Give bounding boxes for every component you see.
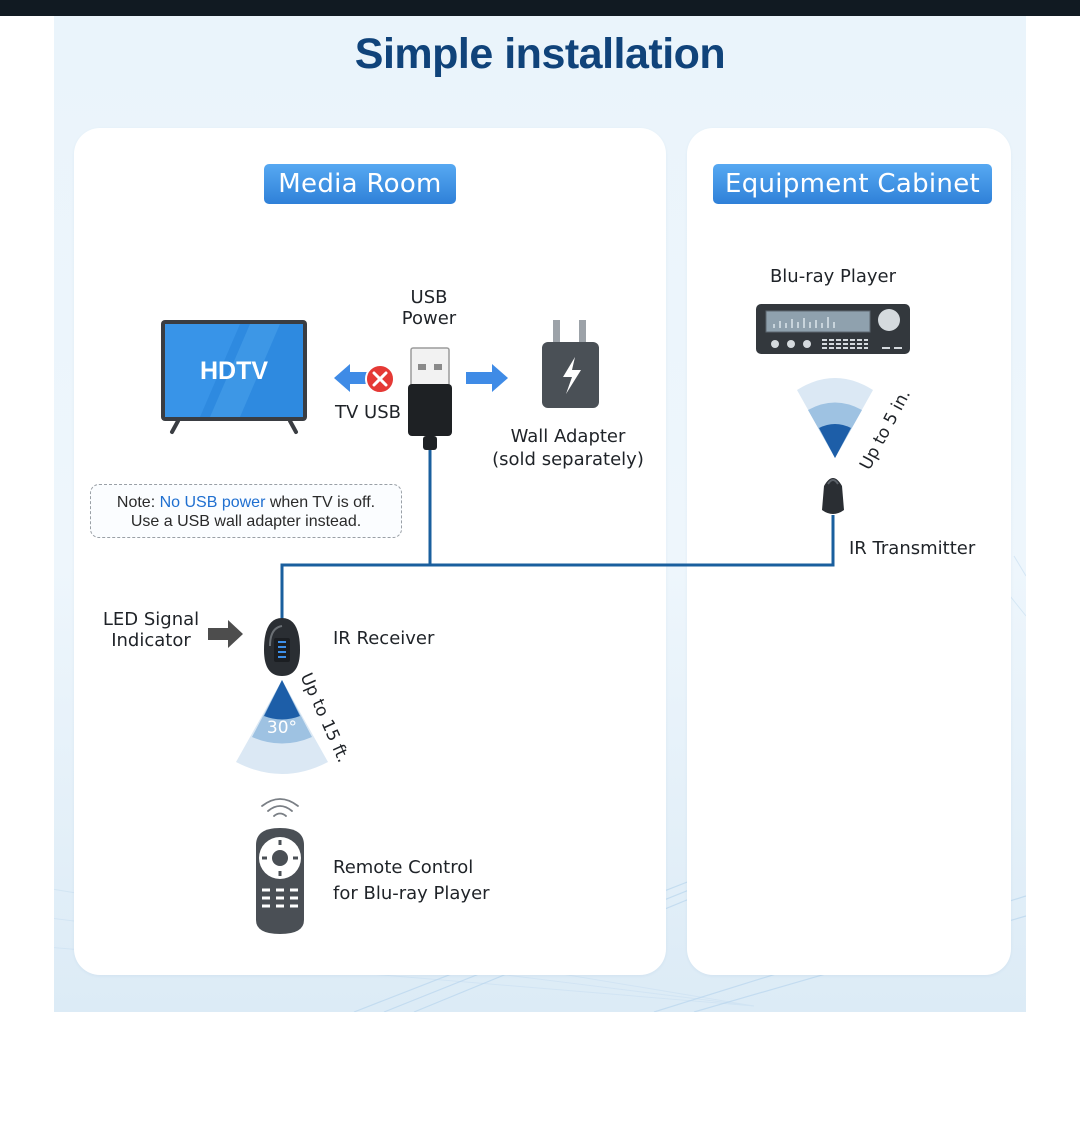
remote-control-icon (256, 828, 304, 934)
ir-transmitter-label: IR Transmitter (849, 538, 976, 559)
bluray-player-icon (756, 304, 910, 354)
bluray-label: Blu-ray Player (769, 266, 897, 287)
media-room-heading: Media Room (264, 164, 456, 204)
cable (280, 436, 835, 622)
equipment-cabinet-heading: Equipment Cabinet (713, 164, 992, 204)
angle-label: 30° (266, 718, 298, 738)
equipment-cabinet-panel (687, 128, 1011, 975)
page-title: Simple installation (354, 30, 726, 78)
led-label-line1: LED Signal (102, 609, 200, 630)
receiver-beam-icon (236, 680, 328, 774)
ir-receiver-icon (264, 618, 300, 676)
usb-power-label-line1: USB (410, 287, 448, 308)
tv-usb-label: TV USB (335, 402, 401, 423)
transmitter-beam-icon (797, 378, 873, 458)
wall-adapter-icon (542, 320, 599, 408)
tv-icon (161, 320, 307, 434)
arrow-to-adapter-icon (466, 364, 508, 392)
ir-receiver-label: IR Receiver (333, 628, 435, 649)
media-room-panel (74, 128, 666, 975)
top-bar (0, 0, 1080, 16)
usb-power-label-line2: Power (401, 308, 457, 329)
led-pointer-icon (208, 620, 243, 648)
note-prefix: Note: (116, 494, 160, 511)
note-suffix: when TV is off. (265, 494, 376, 511)
arrow-to-tv-icon (334, 364, 378, 392)
led-label-line2: Indicator (111, 630, 191, 651)
note-line1: Note: No USB power when TV is off. (91, 493, 401, 512)
remote-label-line2: for Blu-ray Player (333, 883, 490, 904)
wall-adapter-label-line1: Wall Adapter (510, 426, 626, 447)
note-highlight: No USB power (159, 494, 266, 511)
usb-power-note: Note: No USB power when TV is off. Use a… (90, 484, 402, 538)
wall-adapter-label-line2: (sold separately) (492, 449, 644, 470)
ir-transmitter-icon (822, 478, 844, 514)
error-x-icon (365, 364, 395, 394)
signal-waves-icon (261, 798, 299, 817)
usb-plug-icon (408, 347, 452, 450)
remote-label-line1: Remote Control (333, 857, 474, 878)
hdtv-label: HDTV (199, 357, 269, 385)
note-line2: Use a USB wall adapter instead. (130, 513, 362, 530)
